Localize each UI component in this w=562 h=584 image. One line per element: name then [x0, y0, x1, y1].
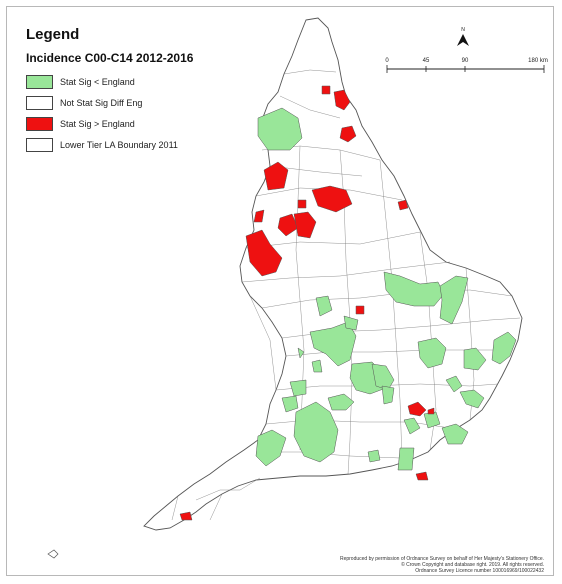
credits-line-1: Reproduced by permission of Ordnance Sur…: [339, 556, 544, 562]
region-higher: [427, 407, 435, 415]
region-lower: [441, 423, 469, 445]
region-lower: [417, 337, 447, 369]
legend-subtitle: Incidence C00-C14 2012-2016: [26, 51, 194, 65]
region-lower: [311, 359, 323, 373]
region-lower: [257, 107, 303, 151]
region-lower: [463, 347, 487, 371]
scale-tick-90: 90: [462, 58, 469, 64]
legend-swatch-boundary: [26, 137, 53, 152]
region-lower: [343, 315, 359, 331]
lower-regions: [255, 107, 517, 471]
isles-of-scilly-outline: [47, 549, 59, 559]
credits-line-2: © Crown Copyright and database right. 20…: [401, 562, 544, 568]
region-lower: [383, 271, 445, 307]
region-lower: [309, 321, 357, 367]
region-higher: [297, 199, 307, 209]
legend-swatch-lower: [26, 74, 53, 89]
legend-title: Legend: [26, 26, 80, 43]
region-higher: [311, 185, 353, 213]
region-lower: [371, 363, 395, 391]
scale-tick-45: 45: [423, 58, 430, 64]
region-lower: [439, 275, 469, 325]
region-lower: [397, 447, 415, 471]
legend: Legend Incidence C00-C14 2012-2016 Stat …: [26, 26, 193, 155]
region-lower: [315, 295, 333, 317]
region-higher: [253, 209, 265, 223]
region-higher: [407, 401, 427, 417]
scale-bar: 0 45 90 180 km: [385, 58, 548, 73]
legend-item-not-sig: Not Stat Sig Diff Eng: [26, 92, 193, 113]
scale-tick-0: 0: [385, 58, 389, 64]
legend-label: Lower Tier LA Boundary 2011: [60, 139, 178, 150]
region-lower: [459, 389, 485, 409]
legend-label: Not Stat Sig Diff Eng: [60, 97, 143, 108]
region-lower: [367, 449, 381, 463]
england-outline: [143, 17, 523, 531]
higher-regions: [179, 85, 435, 521]
region-lower: [293, 401, 339, 463]
region-higher: [397, 199, 409, 211]
region-higher: [263, 161, 289, 191]
legend-label: Stat Sig < England: [60, 76, 135, 87]
credits-line-3: Ordnance Survey Licence number 100016969…: [415, 568, 544, 574]
region-higher: [245, 229, 283, 277]
legend-item-lower: Stat Sig < England: [26, 71, 193, 92]
north-label: N: [461, 27, 465, 33]
scale-tick-180: 180 km: [528, 58, 548, 64]
legend-item-boundary: Lower Tier LA Boundary 2011: [26, 134, 193, 155]
legend-label: Stat Sig > England: [60, 118, 135, 129]
region-lower: [255, 429, 287, 467]
legend-swatch-not-sig: [26, 95, 53, 110]
region-lower: [491, 331, 517, 365]
region-lower: [289, 379, 307, 397]
region-higher: [333, 89, 351, 111]
region-lower: [403, 417, 421, 435]
region-higher: [339, 125, 357, 143]
region-higher: [355, 305, 365, 315]
region-higher: [321, 85, 331, 95]
region-higher: [293, 211, 317, 239]
region-lower: [281, 395, 299, 413]
north-arrow-icon: N: [457, 27, 469, 46]
credits: Reproduced by permission of Ordnance Sur…: [340, 556, 544, 574]
legend-item-higher: Stat Sig > England: [26, 113, 193, 134]
region-lower: [297, 347, 305, 359]
legend-swatch-higher: [26, 116, 53, 131]
region-lower: [327, 393, 355, 411]
region-higher: [179, 511, 193, 521]
region-higher: [415, 471, 429, 481]
region-higher: [277, 213, 299, 237]
region-lower: [381, 385, 395, 405]
region-lower: [445, 375, 463, 393]
